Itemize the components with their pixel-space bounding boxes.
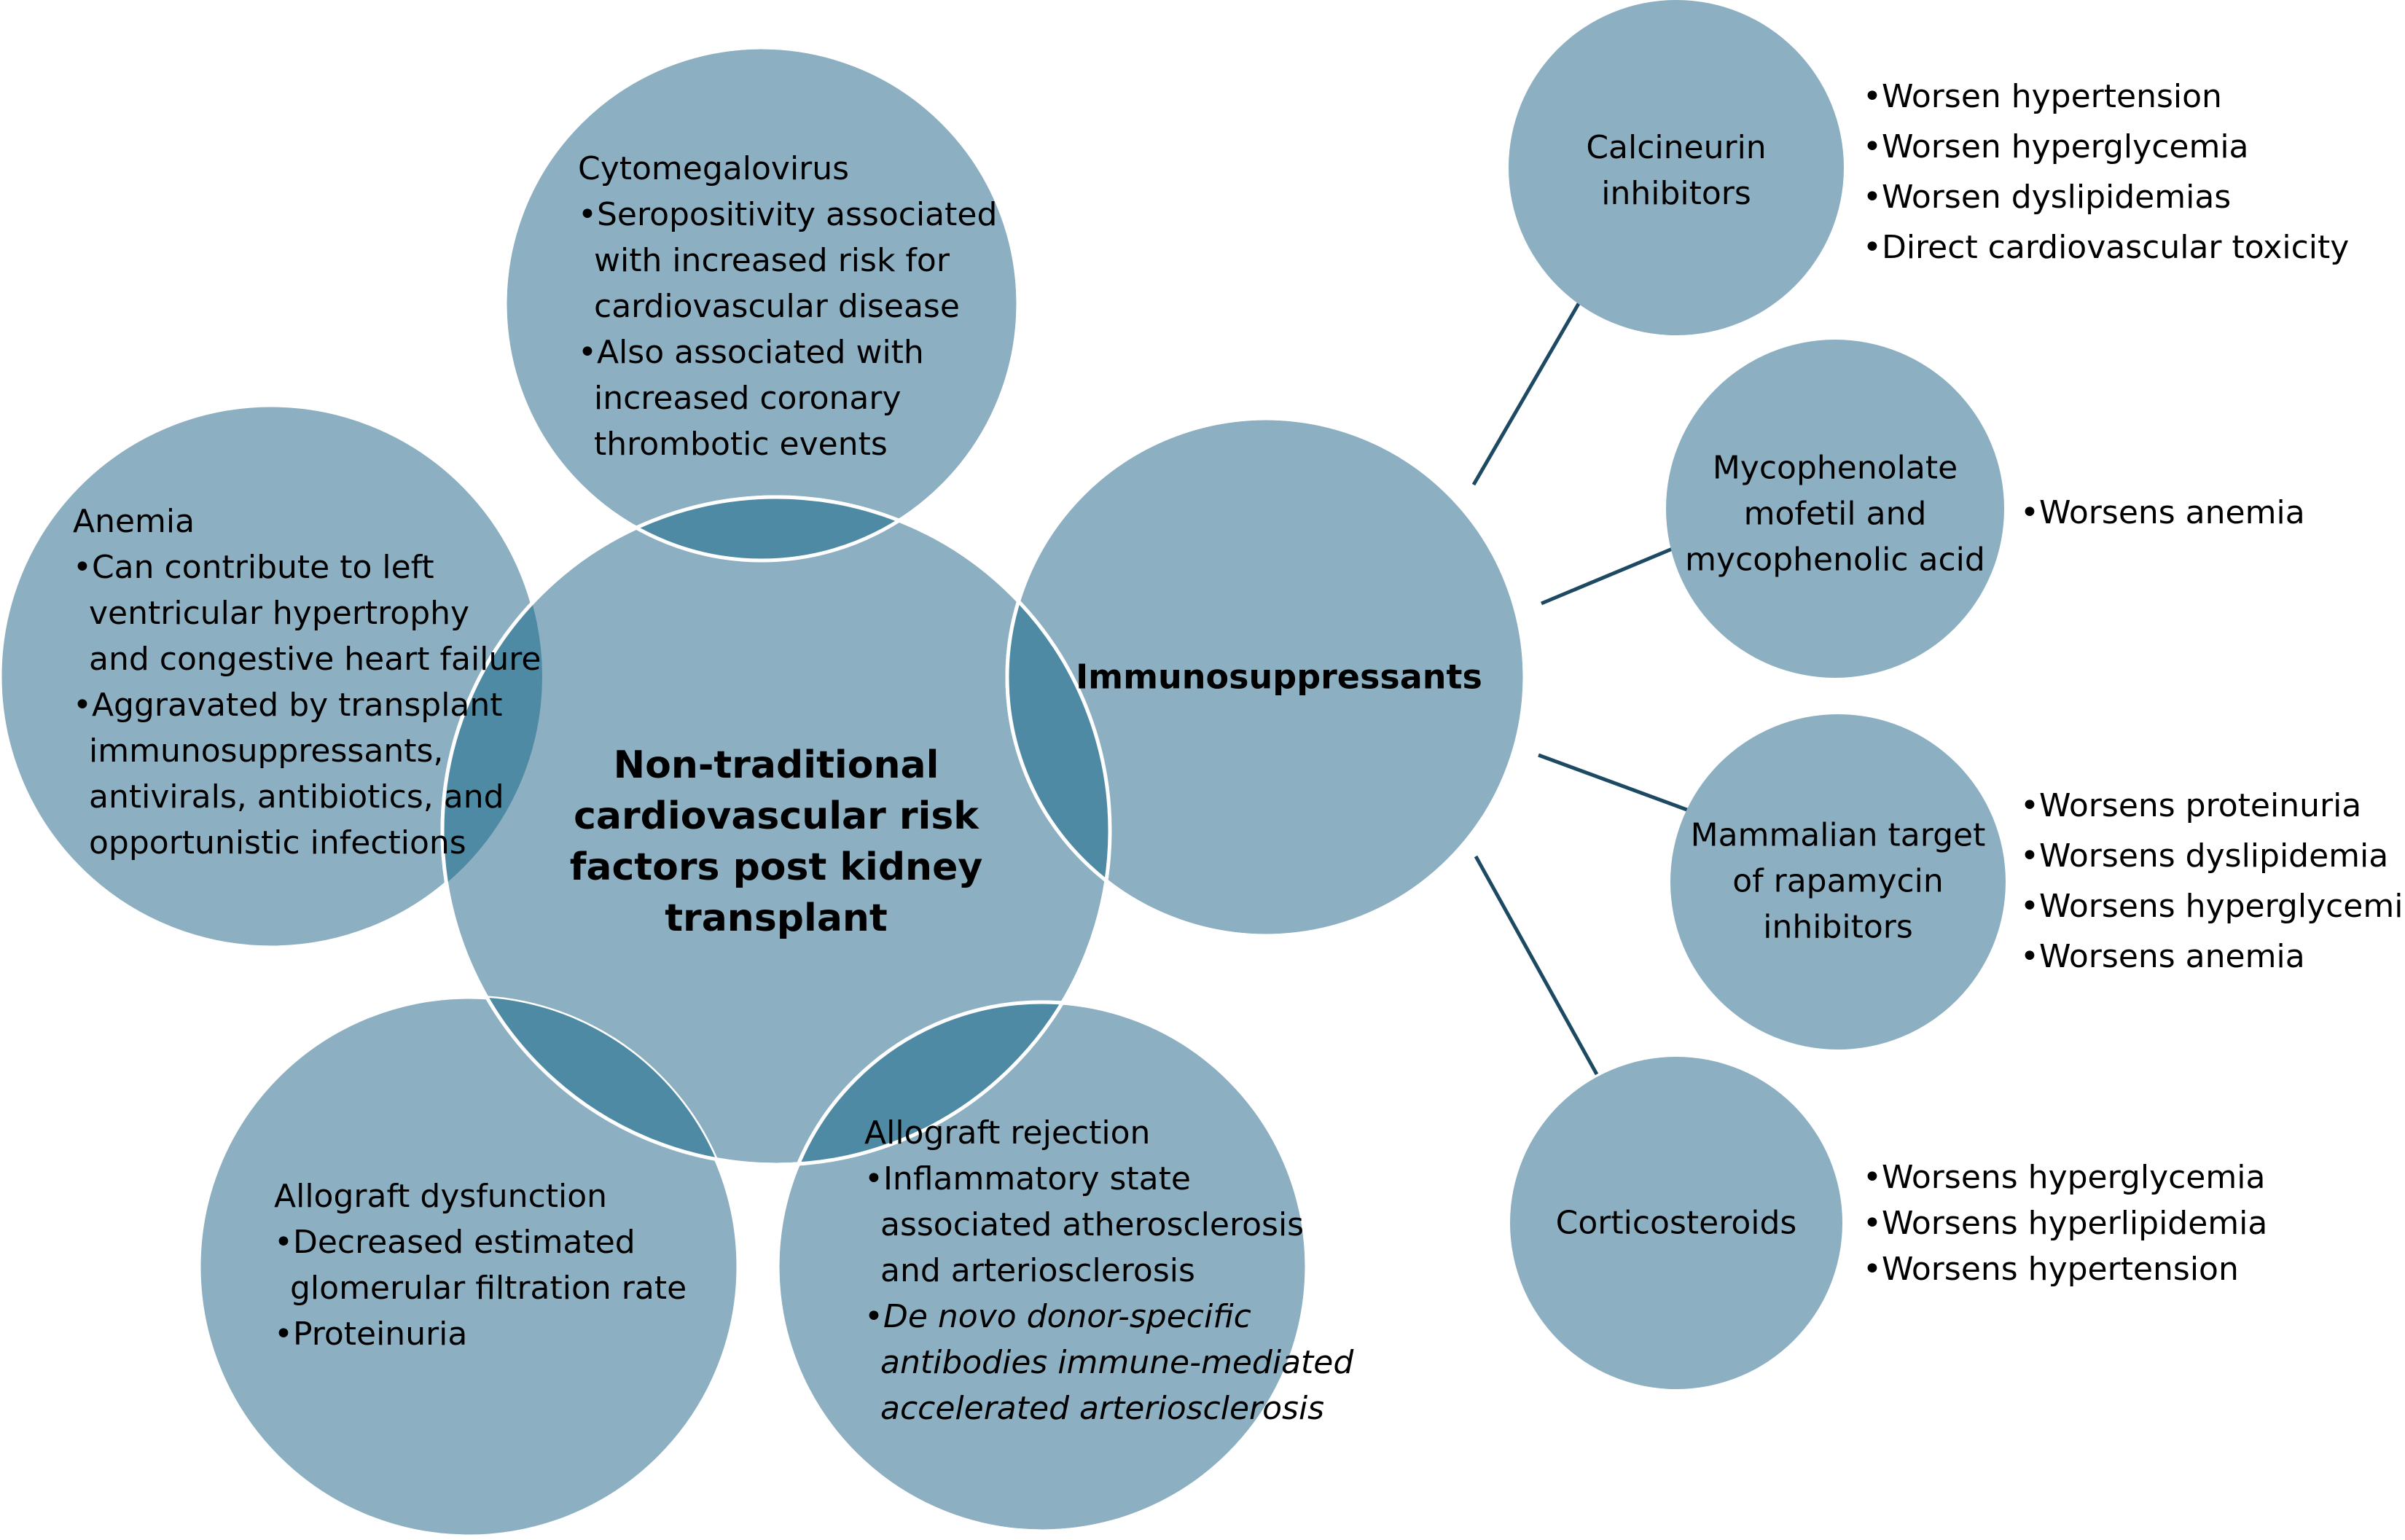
allograft-rejection-bullet-line: and arteriosclerosis bbox=[880, 1252, 1195, 1289]
connectors bbox=[1471, 301, 1692, 1076]
circle-mtor bbox=[1670, 714, 2006, 1050]
allograft-dysfunction-text: Allograft dysfunction •Decreased estimat… bbox=[274, 1173, 687, 1357]
outlines bbox=[440, 45, 1527, 1533]
anemia-bullet-line: antivirals, antibiotics, and bbox=[89, 778, 504, 816]
mtor-effect: •Worsens hyperglycemia bbox=[2020, 888, 2405, 925]
allograft-rejection-text: Allograft rejection •Inflammatory state … bbox=[864, 1110, 1353, 1431]
immunosuppressants-label: Immunosuppressants bbox=[1076, 657, 1482, 697]
corticosteroids-effect: •Worsens hypertension bbox=[1863, 1251, 2239, 1288]
mycophenolate-name: Mycophenolate mofetil and mycophenolic a… bbox=[1685, 445, 1985, 583]
mycophenolate-name-line: mofetil and bbox=[1743, 495, 1927, 533]
mtor-effect: •Worsens dyslipidemia bbox=[2020, 837, 2389, 875]
allograft-dysfunction-bullet-line: glomerular filtration rate bbox=[290, 1270, 687, 1307]
allograft-rejection-italic-line: accelerated arteriosclerosis bbox=[880, 1390, 1325, 1427]
outline-center bbox=[440, 495, 1112, 1167]
calcineurin-effect: •Worsen hypertension bbox=[1863, 78, 2222, 115]
calcineurin-effects: •Worsen hypertension •Worsen hyperglycem… bbox=[1863, 71, 2349, 273]
circle-calcineurin bbox=[1509, 0, 1844, 335]
anemia-bullet-line: •Can contribute to left bbox=[73, 549, 434, 586]
cytomegalovirus-bullet-line: with increased risk for bbox=[594, 242, 950, 279]
anemia-bullet-line: opportunistic infections bbox=[89, 824, 466, 861]
connector-corticosteroids bbox=[1474, 855, 1599, 1076]
center-title-line: factors post kidney bbox=[569, 845, 983, 889]
mtor-name-line: Mammalian target bbox=[1690, 816, 1986, 854]
corticosteroids-effects: •Worsens hyperglycemia •Worsens hyperlip… bbox=[1863, 1154, 2267, 1292]
corticosteroids-name-line: Corticosteroids bbox=[1555, 1204, 1797, 1242]
center-title-line: Non-traditional bbox=[613, 743, 939, 787]
mtor-effect: •Worsens proteinuria bbox=[2020, 787, 2362, 824]
mtor-effects: •Worsens proteinuria •Worsens dyslipidem… bbox=[2020, 781, 2405, 982]
mycophenolate-effect: •Worsens anemia bbox=[2020, 494, 2305, 531]
calcineurin-effect: •Worsen hyperglycemia bbox=[1863, 128, 2249, 165]
center-title-line: transplant bbox=[665, 896, 888, 940]
outline-cytomegalovirus bbox=[503, 45, 1020, 563]
allograft-rejection-italic-line: antibodies immune-mediated bbox=[880, 1344, 1354, 1381]
connector-mtor bbox=[1538, 753, 1692, 813]
mtor-name-line: inhibitors bbox=[1763, 908, 1913, 946]
allograft-dysfunction-heading: Allograft dysfunction bbox=[274, 1178, 608, 1215]
mtor-effect: •Worsens anemia bbox=[2020, 938, 2305, 975]
circle-mycophenolate bbox=[1666, 340, 2004, 678]
mycophenolate-name-line: Mycophenolate bbox=[1712, 449, 1958, 487]
corticosteroids-effect: •Worsens hyperlipidemia bbox=[1863, 1205, 2268, 1242]
allograft-rejection-bullet-line: •Inflammatory state bbox=[864, 1160, 1191, 1197]
cytomegalovirus-heading: Cytomegalovirus bbox=[578, 150, 850, 187]
mycophenolate-effects: •Worsens anemia bbox=[2020, 490, 2305, 536]
allograft-dysfunction-bullet-line: •Decreased estimated bbox=[274, 1224, 636, 1261]
anemia-bullet-line: ventricular hypertrophy bbox=[89, 595, 470, 632]
allograft-rejection-bullet-line: associated atherosclerosis bbox=[880, 1206, 1305, 1243]
cytomegalovirus-bullet-line: cardiovascular disease bbox=[594, 288, 960, 325]
allograft-dysfunction-bullet-line: •Proteinuria bbox=[274, 1316, 468, 1353]
overlap-allograft-rejection bbox=[778, 1002, 1110, 1165]
calcineurin-effect: •Worsen dyslipidemias bbox=[1863, 179, 2232, 216]
circle-corticosteroids bbox=[1510, 1057, 1842, 1389]
connector-mycophenolate bbox=[1541, 546, 1675, 606]
anemia-bullet-line: and congestive heart failure bbox=[89, 641, 541, 678]
calcineurin-effect: •Direct cardiovascular toxicity bbox=[1863, 229, 2350, 266]
cytomegalovirus-bullet-line: •Seropositivity associated bbox=[578, 196, 998, 233]
cytomegalovirus-bullet-line: thrombotic events bbox=[594, 426, 888, 463]
outline-allograft-rejection bbox=[775, 1000, 1309, 1533]
circles bbox=[0, 0, 2006, 1536]
connector-calcineurin bbox=[1471, 301, 1581, 486]
anemia-heading: Anemia bbox=[73, 503, 195, 540]
outline-immunosuppressants bbox=[1005, 416, 1527, 938]
mtor-name-line: of rapamycin bbox=[1732, 862, 1944, 900]
allograft-rejection-italic-line: •De novo donor-specific bbox=[864, 1298, 1251, 1335]
calcineurin-name-line: Calcineurin bbox=[1586, 129, 1767, 166]
center-title: Non-traditional cardiovascular risk fact… bbox=[570, 740, 983, 944]
circle-allograft-dysfunction bbox=[197, 995, 740, 1539]
mycophenolate-name-line: mycophenolic acid bbox=[1685, 541, 1985, 579]
anemia-bullet-line: •Aggravated by transplant bbox=[73, 687, 503, 724]
allograft-rejection-heading: Allograft rejection bbox=[864, 1114, 1151, 1152]
mtor-name: Mammalian target of rapamycin inhibitors bbox=[1691, 813, 1986, 950]
calcineurin-name: Calcineurin inhibitors bbox=[1586, 125, 1766, 216]
cytomegalovirus-bullet-line: •Also associated with bbox=[578, 334, 924, 371]
anemia-bullet-line: immunosuppressants, bbox=[89, 732, 444, 770]
anemia-text: Anemia •Can contribute to left ventricul… bbox=[73, 499, 541, 866]
corticosteroids-effect: •Worsens hyperglycemia bbox=[1863, 1159, 2266, 1196]
cytomegalovirus-bullet-line: increased coronary bbox=[594, 380, 902, 417]
center-title-line: cardiovascular risk bbox=[574, 794, 979, 838]
cytomegalovirus-text: Cytomegalovirus •Seropositivity associat… bbox=[578, 146, 997, 467]
corticosteroids-name: Corticosteroids bbox=[1556, 1200, 1797, 1246]
calcineurin-name-line: inhibitors bbox=[1601, 175, 1751, 212]
